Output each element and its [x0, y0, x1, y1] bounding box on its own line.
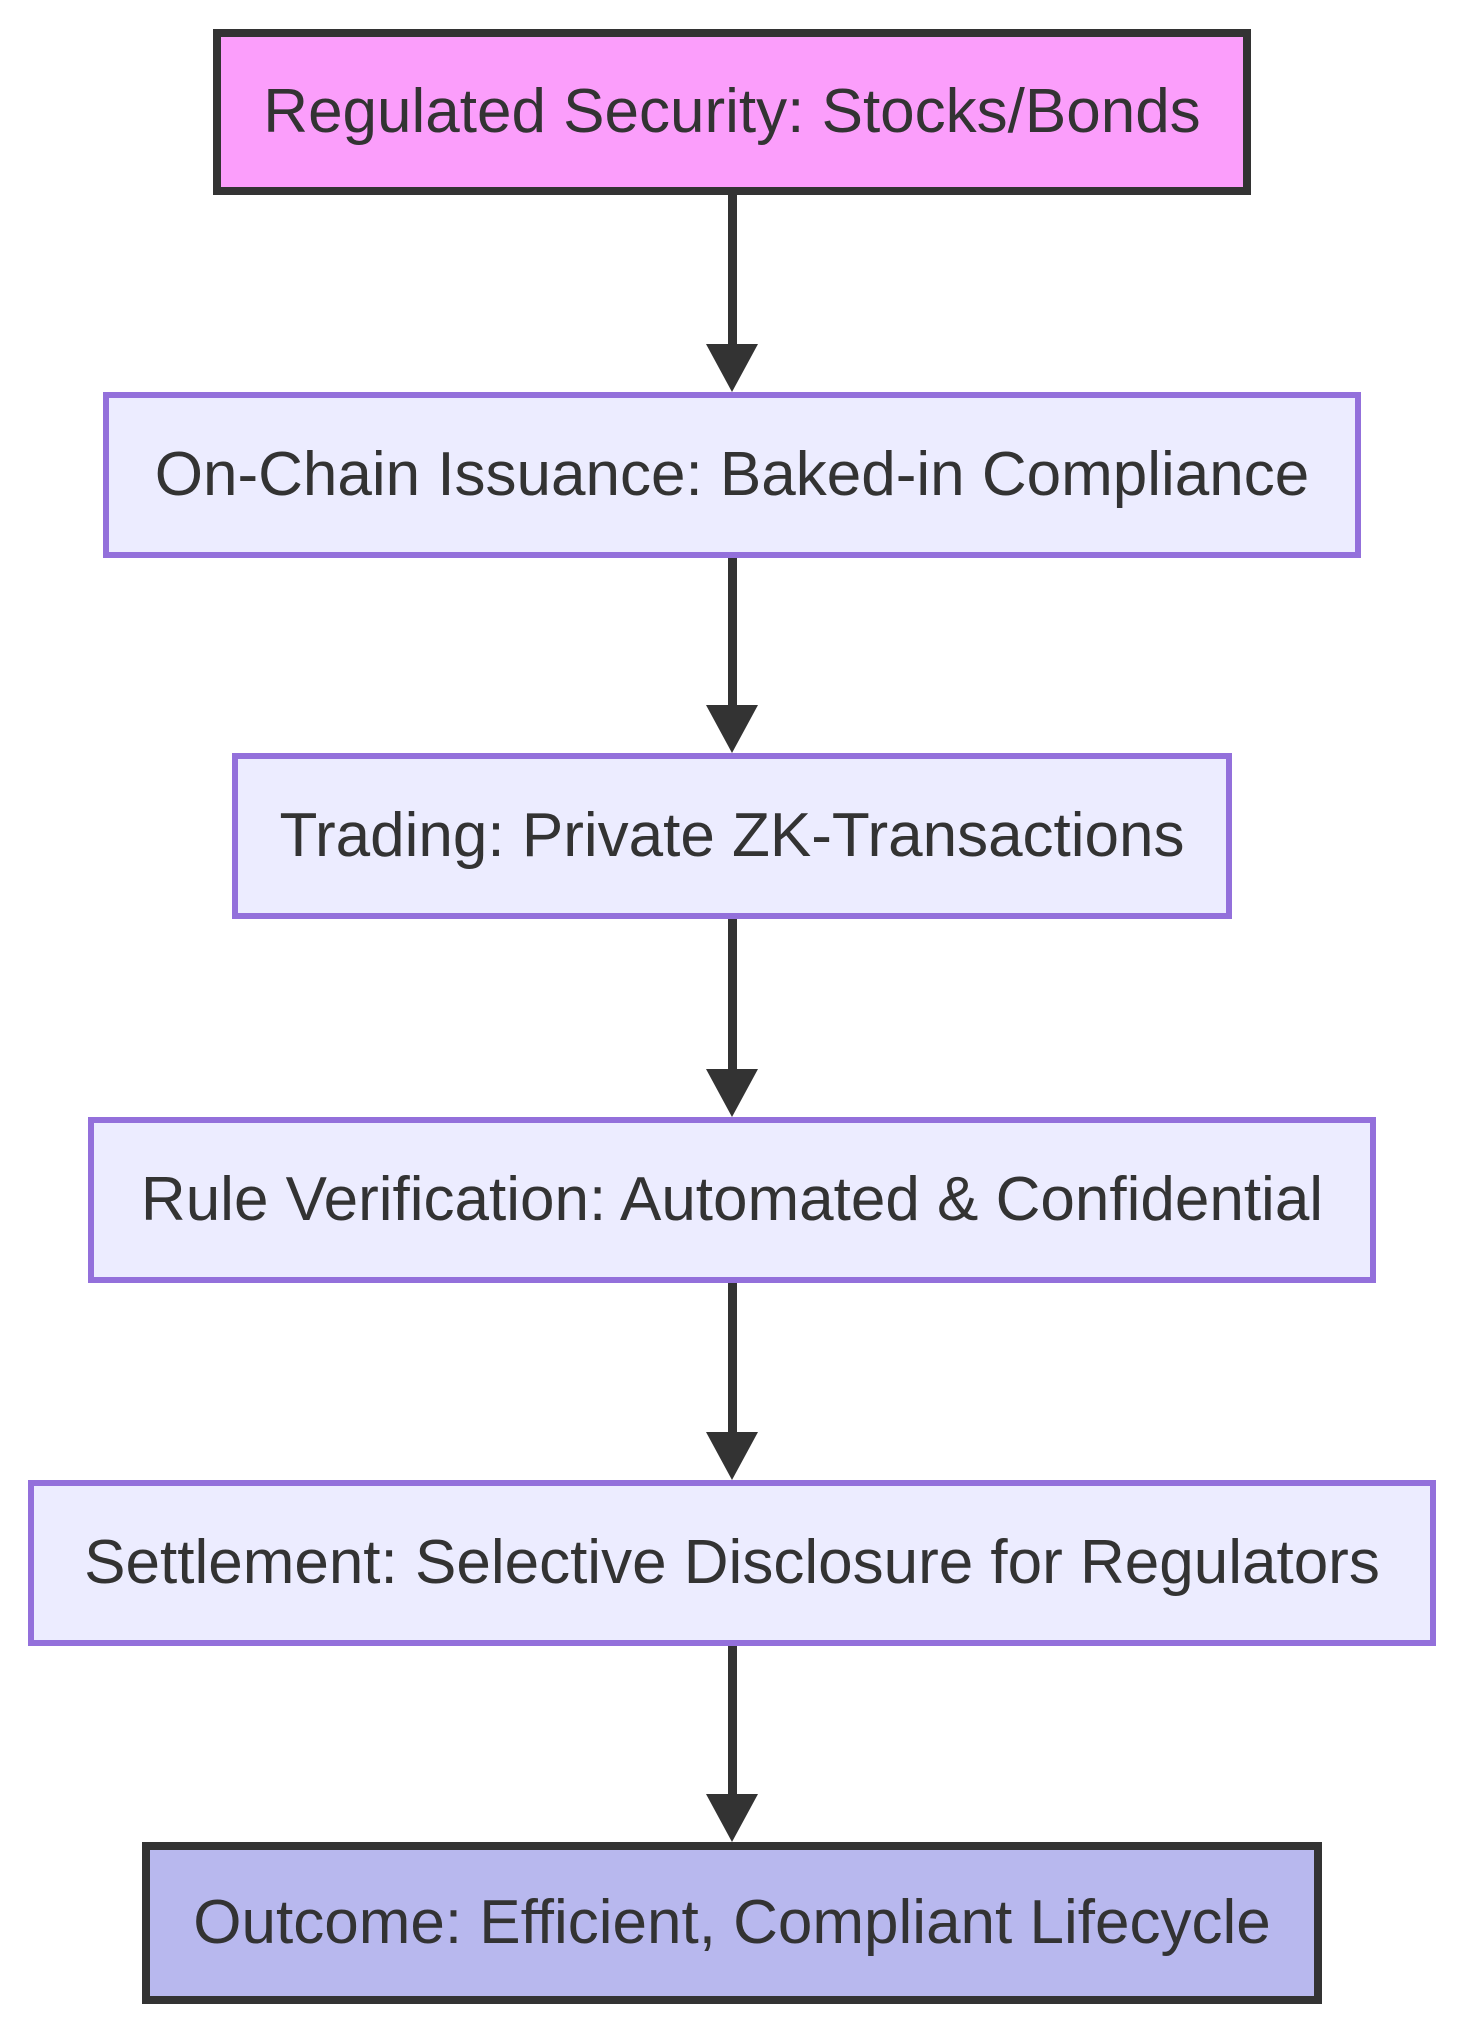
node-outcome-label: Outcome: Efficient, Compliant Lifecycle — [193, 1888, 1271, 1957]
flow-arrow-3 — [706, 919, 758, 1117]
arrow-shaft — [727, 919, 737, 1069]
flow-arrow-4 — [706, 1283, 758, 1480]
node-on-chain-issuance: On-Chain Issuance: Baked-in Compliance — [103, 392, 1361, 558]
node-rule-verification-label: Rule Verification: Automated & Confident… — [140, 1165, 1324, 1234]
node-on-chain-issuance-label: On-Chain Issuance: Baked-in Compliance — [154, 440, 1310, 509]
node-rule-verification: Rule Verification: Automated & Confident… — [88, 1117, 1376, 1283]
node-trading: Trading: Private ZK-Transactions — [232, 753, 1232, 919]
arrow-shaft — [727, 195, 737, 344]
arrow-shaft — [727, 1646, 737, 1794]
node-trading-label: Trading: Private ZK-Transactions — [279, 801, 1185, 870]
node-outcome: Outcome: Efficient, Compliant Lifecycle — [142, 1842, 1322, 2004]
flow-arrow-2 — [706, 558, 758, 753]
arrow-shaft — [727, 1283, 737, 1432]
arrowhead-down-icon — [706, 1432, 758, 1480]
arrowhead-down-icon — [706, 1069, 758, 1117]
flow-arrow-5 — [706, 1646, 758, 1842]
node-settlement: Settlement: Selective Disclosure for Reg… — [28, 1480, 1436, 1646]
node-settlement-label: Settlement: Selective Disclosure for Reg… — [84, 1528, 1380, 1597]
node-regulated-security-label: Regulated Security: Stocks/Bonds — [263, 77, 1201, 146]
flow-arrow-1 — [706, 195, 758, 392]
arrowhead-down-icon — [706, 344, 758, 392]
arrow-shaft — [727, 558, 737, 705]
arrowhead-down-icon — [706, 705, 758, 753]
arrowhead-down-icon — [706, 1794, 758, 1842]
node-regulated-security: Regulated Security: Stocks/Bonds — [213, 29, 1251, 195]
